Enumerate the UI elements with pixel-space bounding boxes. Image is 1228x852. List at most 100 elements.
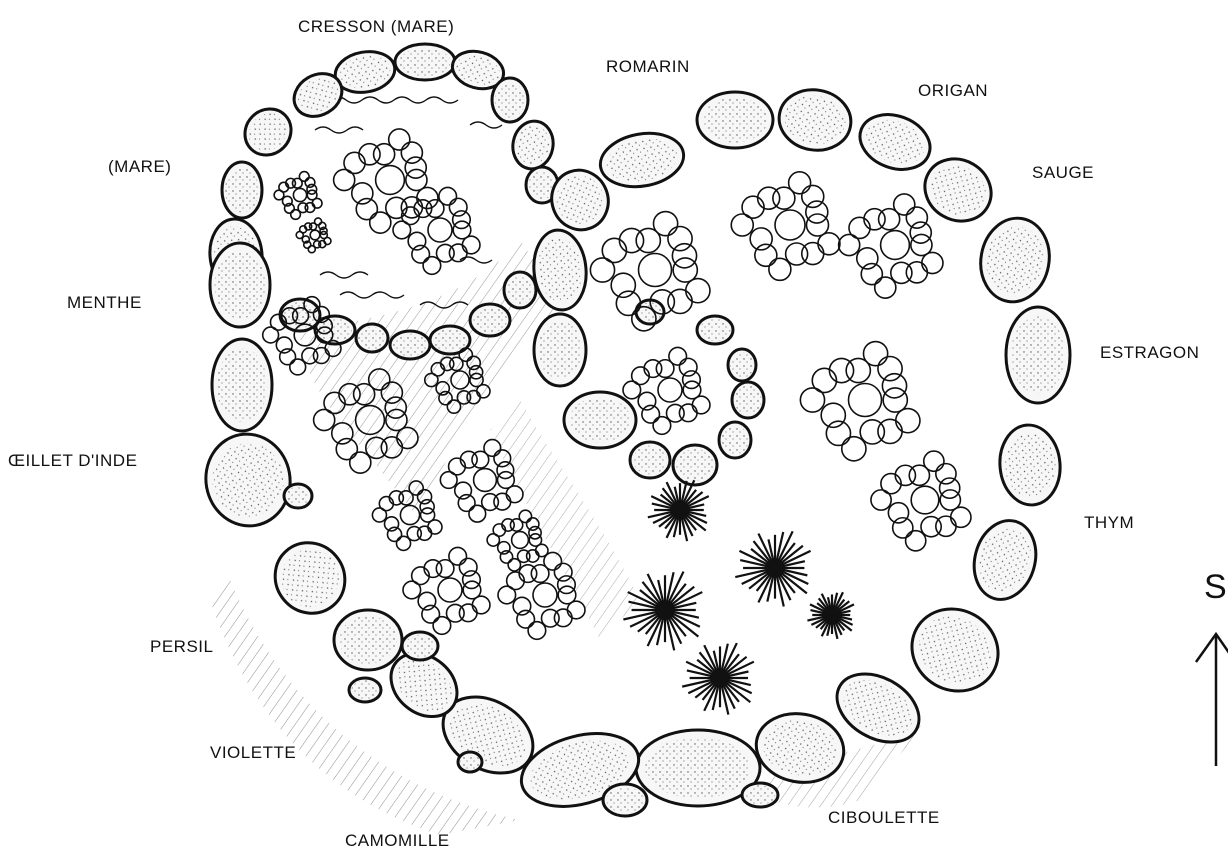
leaf	[449, 547, 467, 565]
stone-texture	[358, 327, 385, 349]
leaf	[679, 358, 697, 376]
stone-texture	[225, 168, 259, 213]
leaf	[423, 257, 441, 275]
leaf	[742, 196, 764, 218]
stone-texture	[286, 486, 310, 505]
grass-clump	[623, 572, 702, 651]
shrub	[403, 547, 490, 634]
leaf	[878, 357, 902, 381]
leaf	[818, 233, 840, 255]
label-cresson: CRESSON (MARE)	[298, 17, 454, 36]
leaf	[786, 243, 808, 265]
leaf	[894, 194, 915, 215]
leaf	[396, 536, 410, 550]
pond-water	[315, 97, 502, 308]
leaf	[458, 495, 475, 512]
leaf	[769, 258, 791, 280]
leaf	[875, 277, 896, 298]
stone-texture	[393, 334, 427, 356]
stone-texture	[606, 787, 643, 813]
leaf	[857, 248, 878, 269]
label-estragon: ESTRAGON	[1100, 343, 1199, 362]
leaf	[882, 374, 906, 398]
leaf	[802, 185, 824, 207]
leaf	[692, 396, 710, 414]
stone-texture	[734, 386, 761, 415]
leaf	[906, 531, 926, 551]
leaf	[405, 157, 426, 178]
shrub	[839, 194, 943, 298]
leaf	[611, 273, 635, 297]
shrub	[731, 172, 840, 281]
stone-texture	[538, 321, 582, 379]
leaf	[418, 592, 436, 610]
shrub	[871, 451, 971, 551]
south-compass: S	[1196, 568, 1228, 766]
leaf	[528, 622, 546, 640]
stone-texture	[907, 604, 1004, 697]
leaf-core	[474, 469, 497, 492]
grass-clump	[648, 480, 709, 541]
leaf	[686, 279, 710, 303]
stone-texture	[745, 785, 776, 804]
leaf	[469, 505, 486, 522]
shrub	[372, 481, 442, 550]
stone-texture	[506, 276, 533, 305]
label-thym: THYM	[1084, 513, 1134, 532]
stone-texture	[269, 537, 350, 618]
grass-clump	[735, 531, 810, 606]
leaf	[280, 349, 296, 365]
grass-core	[766, 559, 784, 577]
leaf	[940, 478, 960, 498]
stone-texture	[433, 329, 467, 351]
leaf	[315, 218, 322, 225]
stone-texture	[645, 738, 750, 799]
stone-texture	[676, 449, 713, 481]
stone-border	[199, 44, 1070, 818]
leaf	[891, 262, 912, 283]
label-ciboulette: CIBOULETTE	[828, 808, 940, 827]
grass-clump	[682, 643, 754, 715]
stone-texture	[241, 105, 295, 159]
leaf	[290, 359, 306, 375]
leaf-core	[533, 583, 557, 607]
leaf	[861, 264, 882, 285]
stone-texture	[405, 635, 436, 657]
leaf-core	[512, 532, 529, 549]
stone-texture	[633, 446, 667, 475]
leaf	[849, 217, 870, 238]
leaf	[616, 291, 640, 315]
leaf	[863, 342, 887, 366]
leaf	[529, 527, 541, 539]
leaf-core	[428, 218, 452, 242]
leaf	[672, 244, 696, 268]
leaf	[896, 409, 920, 433]
label-violette: VIOLETTE	[210, 743, 296, 762]
leaf	[433, 617, 451, 635]
leaf	[453, 211, 471, 229]
leaf	[422, 605, 440, 623]
leaf	[922, 252, 943, 273]
leaf	[536, 544, 548, 556]
leaf	[638, 392, 656, 410]
leaf	[370, 212, 391, 233]
leaf	[428, 520, 442, 534]
leaf	[332, 423, 353, 444]
leaf	[455, 482, 472, 499]
leaf-core	[376, 166, 405, 195]
leaf	[755, 244, 777, 266]
stone-texture	[721, 426, 748, 455]
leaf	[910, 222, 931, 243]
stone-texture	[339, 616, 397, 664]
grass-core	[826, 609, 837, 620]
leaf	[412, 245, 430, 263]
leaf	[806, 201, 828, 223]
stone-texture	[495, 82, 526, 117]
leaf	[642, 405, 660, 423]
leaf	[653, 212, 677, 236]
stone-texture	[569, 398, 630, 443]
leaf	[812, 368, 836, 392]
shrub	[274, 172, 322, 220]
leaf	[683, 371, 701, 389]
